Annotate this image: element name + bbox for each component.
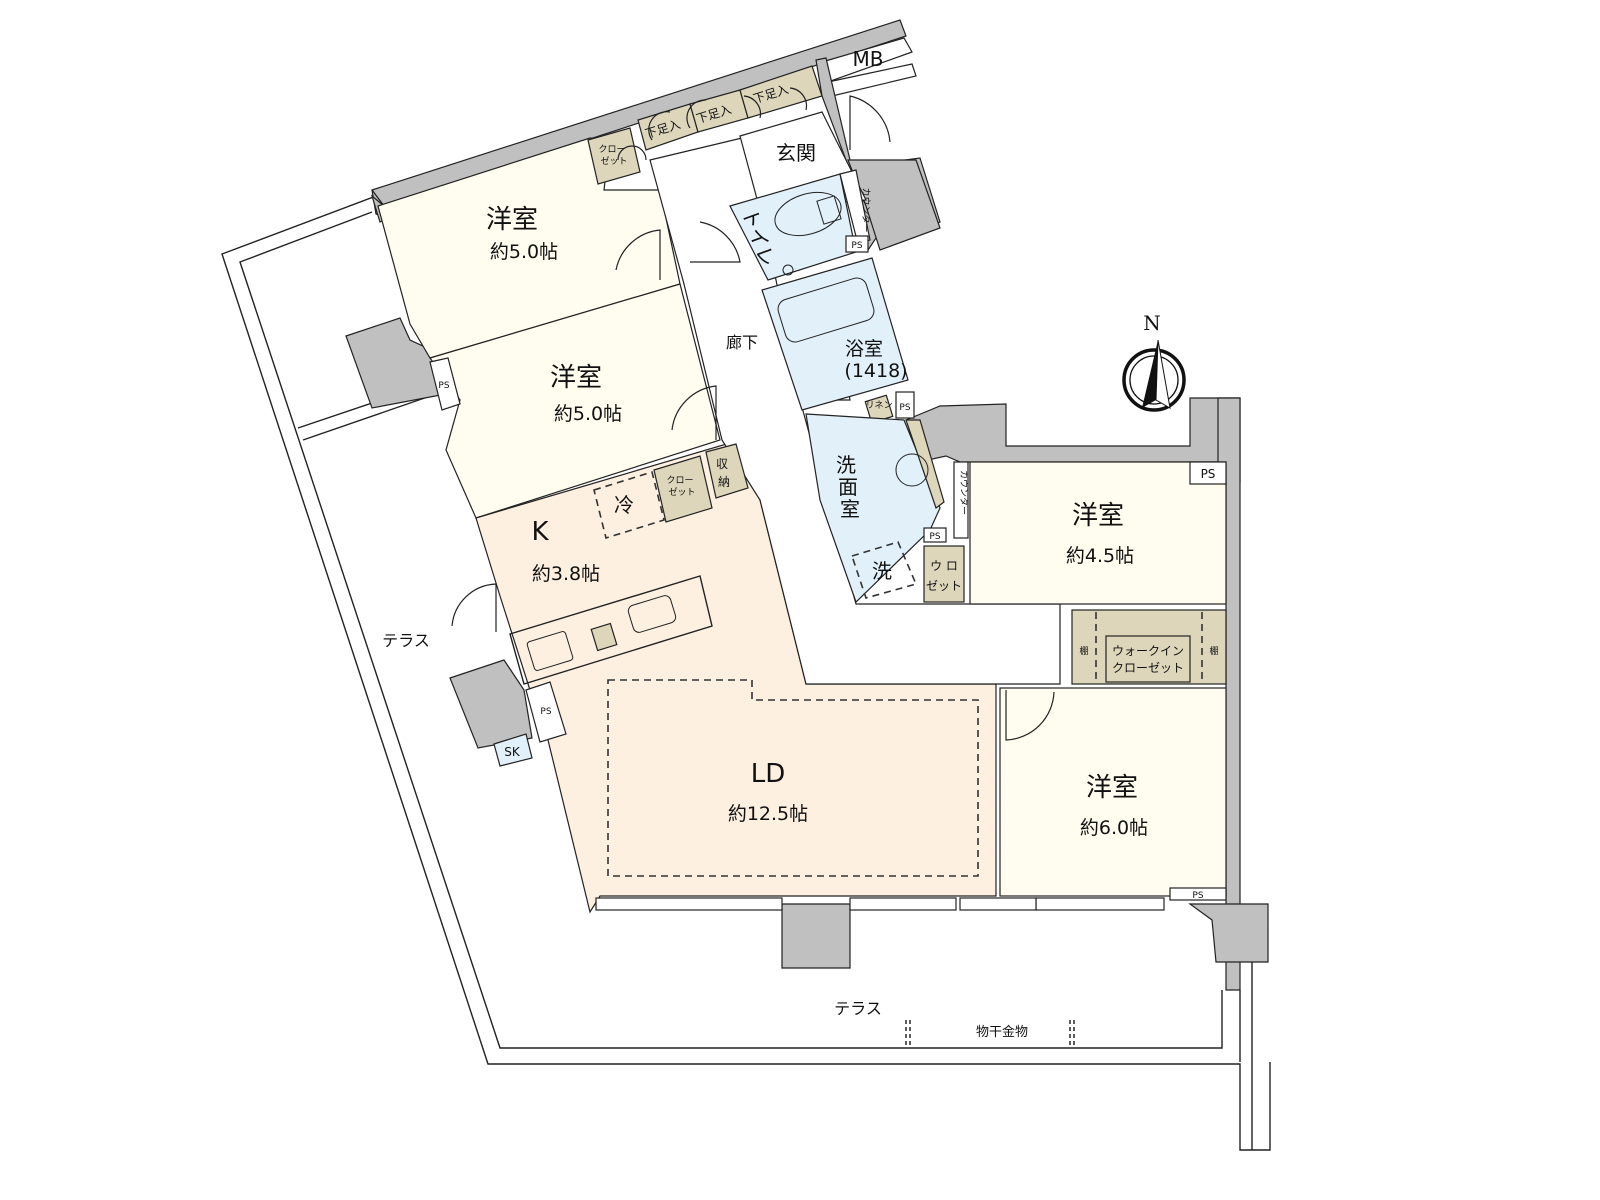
laundry-rail-label: 物干金物 [976, 1024, 1028, 1040]
linen-label-1: リネン [865, 400, 892, 411]
room-western-e[interactable]: PS 洋室 約4.5帖 [969, 461, 1227, 605]
bath-size-label: (1418) [844, 360, 907, 382]
closet-nw[interactable]: クロー ゼット [587, 127, 641, 185]
walkin-label-1: ウォークイン [1112, 644, 1184, 658]
room-washroom[interactable]: 洗 面 室 洗 [805, 413, 945, 604]
hallway-label: 廊下 [726, 333, 758, 352]
walkin-closet[interactable]: 棚 棚 ウォークイン クローゼット [1071, 609, 1227, 685]
storage-k-label-2: 納 [718, 475, 730, 489]
laundry-rail: 物干金物 [905, 1020, 1075, 1046]
counter-east-label: カウンター [958, 470, 969, 515]
storage-k-label-1: 収 [716, 457, 728, 471]
kitchen-name: K [531, 517, 549, 547]
ps-toilet-label: PS [851, 241, 862, 251]
western-e-area: 約4.5帖 [1066, 545, 1134, 567]
closet-east-label-2: ゼット [926, 579, 962, 593]
shoe-storage[interactable]: 下足入 下足入 下足入 [637, 65, 823, 151]
ps-kitchen [525, 681, 567, 743]
western-se-area: 約6.0帖 [1080, 817, 1148, 839]
door-terrace [451, 583, 497, 632]
ps-se [1169, 887, 1227, 901]
door-western-w [671, 385, 717, 440]
western-se-name: 洋室 [1086, 773, 1138, 803]
sk-label: SK [504, 745, 521, 759]
counter-toilet [839, 169, 871, 245]
ld-dashed-outline [607, 679, 979, 877]
walkin-label-2: クローゼット [1112, 661, 1184, 675]
wash-basin-icon [895, 453, 929, 487]
closet-k [653, 455, 713, 523]
compass-north-label: N [1143, 311, 1161, 335]
counter-east [953, 461, 969, 539]
ps-se-label: PS [1192, 891, 1203, 901]
sink-icon [627, 595, 677, 633]
washer-label: 洗 [872, 559, 892, 583]
entrance-label: 玄関 [776, 141, 816, 165]
kitchen-counter [509, 575, 713, 685]
closet-nw-label-1: クロー [598, 144, 625, 155]
room-western-se[interactable]: PS 洋室 約6.0帖 [999, 687, 1227, 901]
toilet-bowl-icon [774, 191, 842, 237]
ps-east [1189, 461, 1227, 485]
sk-box[interactable] [493, 733, 533, 767]
meter-box: MB [821, 37, 917, 97]
western-nw-area: 約5.0帖 [490, 241, 558, 263]
terrace-west-label: テラス [382, 631, 430, 650]
western-w-name: 洋室 [550, 363, 602, 393]
toilet-paper-icon [782, 264, 794, 276]
bathtub-icon [777, 277, 875, 343]
ps-linen-label: PS [899, 403, 910, 413]
ps-wash [923, 527, 947, 543]
stove-icon [526, 631, 574, 671]
kitchen-fixtures: 冷 クロー ゼット 収 納 [509, 443, 749, 685]
storage-k [705, 443, 749, 499]
ps-linen [895, 391, 915, 419]
mb-label: MB [853, 47, 884, 71]
ps-wash-label: PS [929, 532, 940, 542]
fridge-label: 冷 [614, 493, 634, 517]
terrace-outline [221, 192, 1271, 1151]
upper-cabinet [590, 622, 618, 652]
door-shoe-storage [648, 87, 808, 141]
ld-area: 約12.5帖 [728, 803, 808, 825]
door-se-arc [1005, 690, 1055, 741]
western-w-area: 約5.0帖 [554, 403, 622, 425]
door-closet-nw [617, 145, 647, 161]
counter-toilet-label: カウンター [860, 187, 871, 232]
ps-west [429, 357, 461, 411]
fridge-space [593, 470, 665, 540]
closet-nw-label-2: ゼット [600, 155, 627, 167]
terrace-south-label: テラス [834, 999, 882, 1018]
closet-k-label-2: ゼット [668, 486, 695, 498]
western-nw-name: 洋室 [486, 205, 538, 235]
south-windows [595, 897, 1165, 911]
western-e-name: 洋室 [1072, 501, 1124, 531]
ps-east-label: PS [1201, 467, 1216, 481]
north-arrow-icon: N [1122, 311, 1186, 412]
ps-toilet [845, 235, 869, 253]
ps-kitchen-label: PS [540, 707, 551, 717]
washer-space [850, 541, 918, 599]
kitchen-area: 約3.8帖 [532, 563, 600, 585]
washroom-label-1: 洗 [836, 453, 856, 477]
washroom-label-3: 室 [840, 497, 860, 521]
closet-east-label: ウ ロ [930, 559, 958, 573]
ld-name: LD [751, 759, 786, 789]
ps-west-label: PS [438, 381, 449, 391]
door-western-nw [615, 229, 661, 280]
door-toilet [690, 221, 741, 263]
room-bath[interactable]: 浴室 (1418) [761, 257, 909, 411]
bath-label: 浴室 [845, 338, 883, 360]
closet-east[interactable] [923, 545, 965, 603]
closet-k-label-1: クロー [666, 475, 693, 486]
shelf-label-right: 棚 [1209, 645, 1218, 657]
door-entrance [849, 95, 891, 150]
shelf-label-left: 棚 [1079, 645, 1088, 657]
washroom-label-2: 面 [838, 475, 858, 499]
